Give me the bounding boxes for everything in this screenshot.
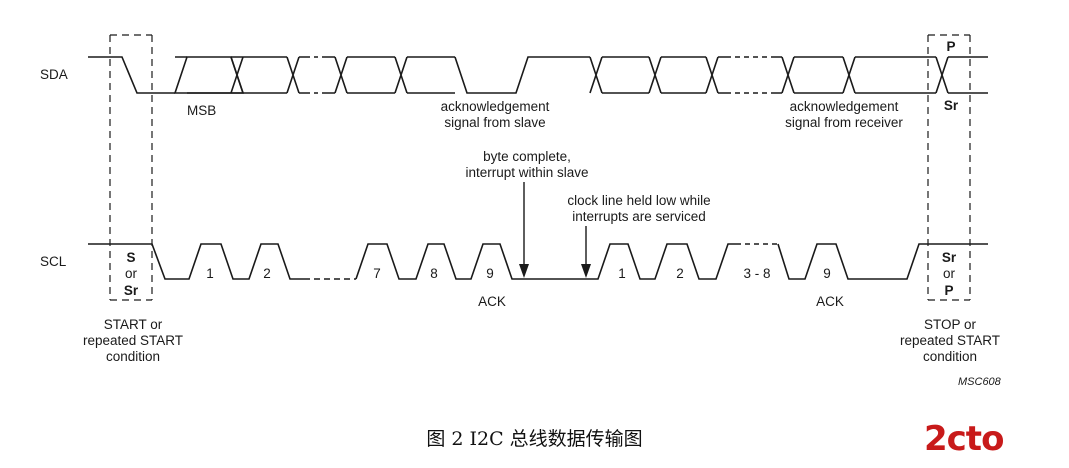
ack-receiver-label-line2: signal from receiver — [785, 115, 903, 130]
clock-held-arrow — [581, 226, 591, 278]
ack-label: ACK — [478, 294, 506, 309]
start-box-s: S — [126, 250, 135, 265]
scl-waveform — [88, 243, 988, 280]
i2c-timing-diagram: SDA SCL MSB acknowledgement signal from … — [40, 34, 1002, 388]
pulse-label: 3 - 8 — [743, 266, 770, 281]
stop-condition-line3: condition — [923, 349, 977, 364]
stop-box-sr-top: Sr — [944, 98, 959, 113]
start-box-or: or — [125, 266, 138, 281]
start-condition-line1: START or — [104, 317, 163, 332]
pulse-label: 9 — [823, 266, 831, 281]
pulse-label: 2 — [676, 266, 684, 281]
stop-box-p-top: P — [946, 39, 955, 54]
ack-label: ACK — [816, 294, 844, 309]
stop-condition-line2: repeated START — [900, 333, 1000, 348]
stop-condition-box — [927, 34, 971, 301]
ack-receiver-label-line1: acknowledgement — [790, 99, 899, 114]
pulse-label: 8 — [430, 266, 438, 281]
stop-box-sr: Sr — [942, 250, 957, 265]
pulse-label: 1 — [618, 266, 626, 281]
start-condition-line2: repeated START — [83, 333, 183, 348]
byte-complete-label-line1: byte complete, — [483, 149, 571, 164]
pulse-label: 1 — [206, 266, 214, 281]
sda-waveform — [88, 56, 988, 94]
stop-box-p: P — [944, 283, 953, 298]
stop-box-or: or — [943, 266, 956, 281]
byte-complete-label-line2: interrupt within slave — [465, 165, 588, 180]
start-box-sr: Sr — [124, 283, 139, 298]
stop-condition-line1: STOP or — [924, 317, 977, 332]
clock-held-label-line2: interrupts are serviced — [572, 209, 706, 224]
scl-label: SCL — [40, 254, 67, 269]
figure-code: MSC608 — [958, 376, 1002, 388]
figure-caption: 图 2 I2C 总线数据传输图 — [426, 428, 643, 450]
clock-held-label-line1: clock line held low while — [567, 193, 710, 208]
sda-label: SDA — [40, 67, 68, 82]
ack-slave-label-line2: signal from slave — [444, 115, 545, 130]
pulse-label: 2 — [263, 266, 271, 281]
ack-slave-label-line1: acknowledgement — [441, 99, 550, 114]
start-condition-box — [109, 34, 153, 301]
pulse-label: 9 — [486, 266, 494, 281]
msb-label: MSB — [187, 103, 216, 118]
pulse-label: 7 — [373, 266, 381, 281]
start-condition-line3: condition — [106, 349, 160, 364]
byte-complete-arrow — [519, 182, 529, 278]
watermark-logo: 2cto — [924, 419, 1004, 459]
